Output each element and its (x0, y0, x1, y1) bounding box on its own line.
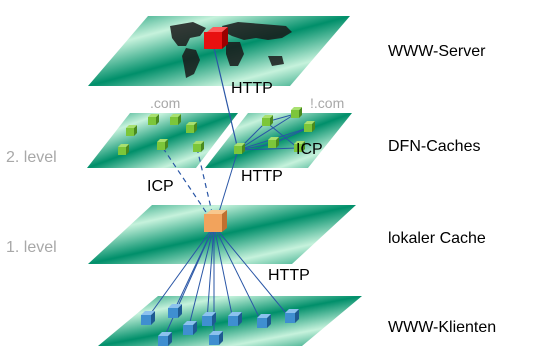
server-plane (88, 16, 350, 86)
dfn-nodes (118, 107, 315, 155)
protocol-label-icp-right: ICP (296, 141, 323, 158)
link-server-dfn (213, 47, 239, 151)
protocol-label-icp-left: ICP (147, 178, 174, 195)
layer-label-clients: WWW-Klienten (388, 319, 496, 336)
protocol-label-dfn-http: HTTP (241, 168, 283, 185)
client-links (145, 225, 291, 341)
domain-label-left: .com (150, 95, 180, 111)
protocol-label-server-http: HTTP (231, 80, 273, 97)
client-nodes (141, 304, 299, 346)
local-cache-plane (88, 205, 356, 264)
local-cache-cube (204, 210, 227, 232)
layer-label-dfn: DFN-Caches (388, 138, 480, 155)
protocol-label-client-http: HTTP (268, 267, 310, 284)
layer-label-server: WWW-Server (388, 43, 486, 60)
level-label-second: 2. level (6, 149, 57, 166)
server-cube (204, 27, 228, 49)
domain-label-right: !.com (310, 95, 344, 111)
world-map-icon (170, 22, 292, 78)
layer-label-local: lokaler Cache (388, 230, 486, 247)
icp-links (162, 147, 215, 222)
level-label-first: 1. level (6, 239, 57, 256)
